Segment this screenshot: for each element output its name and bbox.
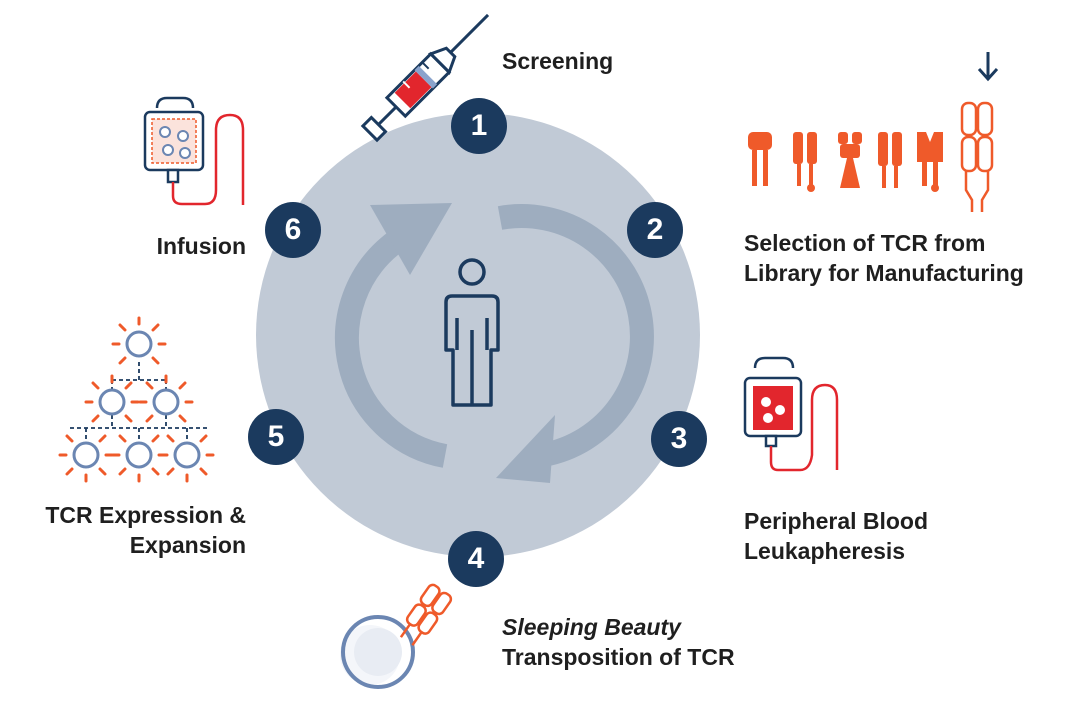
down-arrow-icon xyxy=(977,52,999,82)
step-5-label: TCR Expression & Expansion xyxy=(10,500,246,560)
step-4-label-line1: Sleeping Beauty xyxy=(502,614,681,640)
blood-bag-icon xyxy=(743,356,839,472)
step-3-label-line1: Peripheral Blood xyxy=(744,508,929,534)
step-2-label: Selection of TCR from Library for Manufa… xyxy=(744,228,1024,288)
step-1-badge: 1 xyxy=(451,98,507,154)
step-4-label: Sleeping Beauty Transposition of TCR xyxy=(502,612,735,672)
step-1-label: Screening xyxy=(502,48,614,74)
step-2-badge: 2 xyxy=(627,202,683,258)
step-6-label: Infusion xyxy=(156,233,246,259)
cycle-arrowhead-bottom-icon xyxy=(496,415,555,483)
syringe-icon xyxy=(360,13,490,143)
cell-expansion-icon xyxy=(58,316,215,483)
step-5-badge: 5 xyxy=(248,409,304,465)
cycle-arrowhead-top-icon xyxy=(370,203,452,275)
step-2-label-line1: Selection of TCR from xyxy=(744,230,986,256)
selected-tcr-icon xyxy=(960,101,994,212)
step-6-badge: 6 xyxy=(265,202,321,258)
tcr-library-icon xyxy=(748,132,943,192)
step-4-badge: 4 xyxy=(448,531,504,587)
step-2-label-line2: Library for Manufacturing xyxy=(744,260,1024,286)
step-5-label-line2: Expansion xyxy=(129,532,246,558)
step-4-label-line2: Transposition of TCR xyxy=(502,644,735,670)
step-3-badge: 3 xyxy=(651,411,707,467)
step-3-label: Peripheral Blood Leukapheresis xyxy=(744,506,928,566)
patient-icon xyxy=(444,258,500,407)
step-5-label-line1: TCR Expression & xyxy=(45,502,246,528)
cycle-arrows-icon xyxy=(335,204,654,468)
cell-transposition-icon xyxy=(340,583,453,689)
infusion-bag-icon xyxy=(143,96,245,206)
step-3-label-line2: Leukapheresis xyxy=(744,538,906,564)
